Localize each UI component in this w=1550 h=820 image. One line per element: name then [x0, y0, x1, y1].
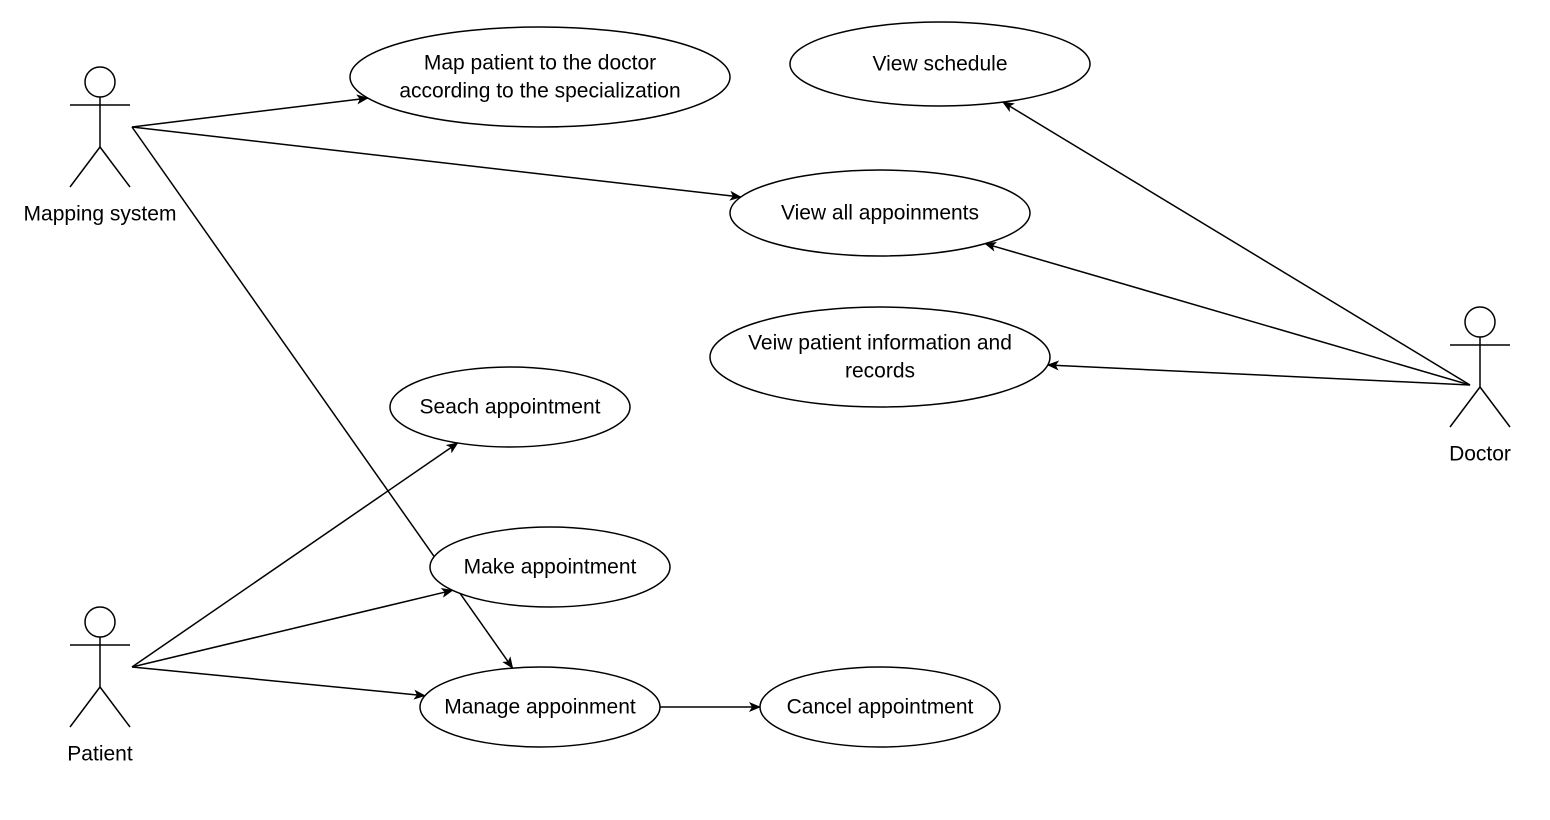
- use-case-make: Make appointment: [429, 526, 671, 608]
- actor-mapping: Mapping system: [24, 66, 177, 226]
- association-doctor-to-view-all: [984, 241, 1471, 386]
- association-mapping-to-view-all: [131, 126, 742, 201]
- actor-right-leg: [99, 686, 131, 728]
- use-case-ellipse: [789, 21, 1091, 107]
- use-case-ellipse: [349, 26, 731, 128]
- association-patient-to-make: [131, 588, 454, 668]
- association-doctor-to-view-schedule: [1002, 101, 1471, 386]
- use-case-search: Seach appointment: [389, 366, 631, 448]
- association-patient-to-search: [131, 442, 459, 668]
- use-case-label: Seach appointment: [420, 396, 601, 419]
- use-case-label: View schedule: [872, 53, 1007, 76]
- use-case-view-schedule: View schedule: [789, 21, 1091, 107]
- use-case-view-records: Veiw patient information and records: [709, 306, 1051, 408]
- actor-label: Mapping system: [24, 203, 177, 226]
- use-case-ellipse: [419, 666, 661, 748]
- actor-label: Doctor: [1449, 443, 1511, 466]
- use-case-label: Veiw patient information and: [748, 332, 1012, 355]
- use-case-label: Manage appoinment: [444, 696, 636, 719]
- use-case-ellipse: [709, 306, 1051, 408]
- association-doctor-to-view-records: [1046, 360, 1471, 386]
- association-patient-to-manage: [131, 666, 426, 700]
- use-case-label: Make appointment: [464, 556, 637, 579]
- use-case-manage: Manage appoinment: [419, 666, 661, 748]
- use-cases: Map patient to the doctor according to th…: [349, 21, 1091, 748]
- use-case-ellipse: [729, 169, 1031, 257]
- actor-right-leg: [99, 146, 131, 188]
- actor-left-leg: [1449, 386, 1481, 428]
- actor-head: [84, 66, 116, 98]
- association-mapping-to-map-patient: [131, 94, 369, 128]
- use-case-view-all: View all appoinments: [729, 169, 1031, 257]
- actor-head: [1464, 306, 1496, 338]
- use-case-label: Cancel appointment: [787, 696, 974, 719]
- use-case-label: according to the specialization: [399, 80, 680, 103]
- use-case-ellipse: [759, 666, 1001, 748]
- use-case-ellipse: [429, 526, 671, 608]
- actor-right-leg: [1479, 386, 1511, 428]
- use-case-map-patient: Map patient to the doctor according to th…: [349, 26, 731, 128]
- use-case-label: Map patient to the doctor: [424, 52, 656, 75]
- use-case-ellipse: [389, 366, 631, 448]
- use-case-label: records: [845, 360, 915, 383]
- connectors: [131, 94, 1471, 712]
- actor-doctor: Doctor: [1449, 306, 1511, 466]
- use-case-cancel: Cancel appointment: [759, 666, 1001, 748]
- actor-label: Patient: [67, 743, 133, 766]
- actor-patient: Patient: [67, 606, 133, 766]
- actor-head: [84, 606, 116, 638]
- actor-left-leg: [69, 146, 101, 188]
- actor-left-leg: [69, 686, 101, 728]
- use-case-label: View all appoinments: [781, 202, 979, 225]
